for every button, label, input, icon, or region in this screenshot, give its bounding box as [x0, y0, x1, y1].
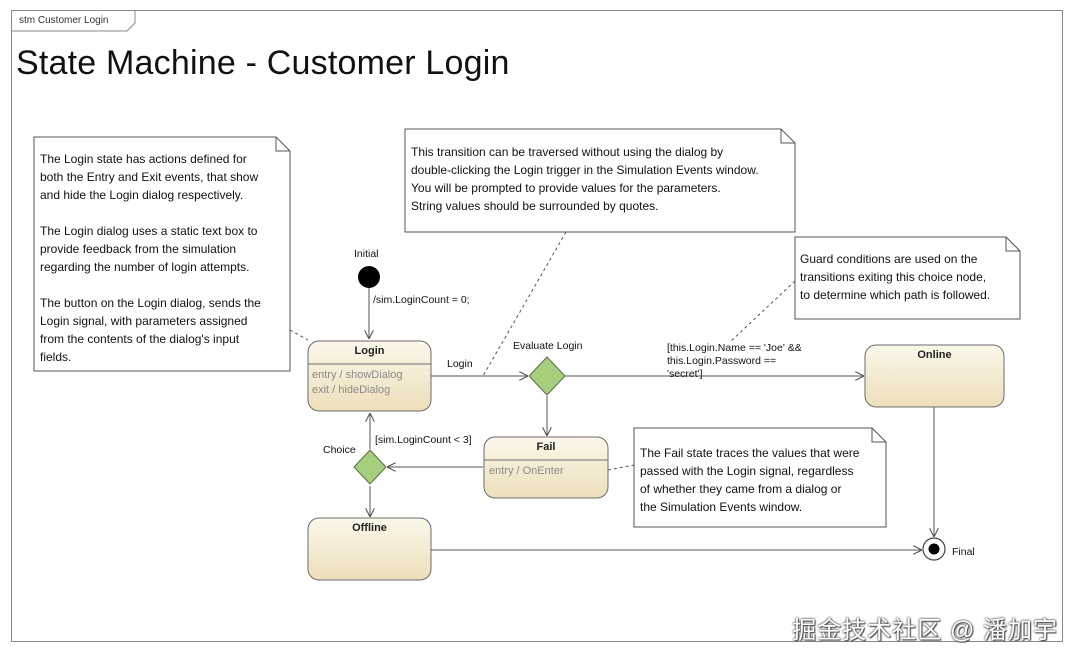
state-offline[interactable]	[307, 517, 432, 581]
initial-node[interactable]	[358, 266, 380, 288]
state-fail-entry-action: entry / OnEnter	[489, 465, 564, 477]
watermark: 掘金技术社区 @ 潘加宇	[792, 617, 1058, 644]
diagram-title: State Machine - Customer Login	[16, 44, 510, 82]
final-node[interactable]	[922, 537, 946, 561]
choice-node-retry[interactable]	[353, 449, 387, 485]
final-node-label: Final	[952, 546, 975, 558]
diagram-frame	[11, 10, 1063, 642]
state-login-exit-action: exit / hideDialog	[312, 384, 391, 396]
initial-effect-label: /sim.LoginCount = 0;	[373, 294, 470, 306]
state-online[interactable]	[864, 344, 1005, 408]
note-login-actions-text: The Login state has actions defined for …	[40, 152, 261, 364]
guard-online-label: [this.Login.Name == 'Joe' && this.Login.…	[667, 342, 802, 380]
choice-node-label: Choice	[323, 444, 356, 456]
note-login-actions	[33, 136, 291, 372]
evaluate-login-label: Evaluate Login	[513, 340, 583, 352]
frame-tab-label: stm Customer Login	[19, 15, 109, 26]
login-trigger-label: Login	[447, 358, 473, 370]
note-transition-traversal	[404, 128, 796, 233]
state-online-name: Online	[917, 349, 952, 361]
note-guard-conditions	[794, 236, 1021, 320]
state-fail[interactable]	[483, 436, 609, 499]
note-fail-trace	[633, 427, 887, 528]
frame-tab-outline	[11, 10, 136, 32]
state-login-entry-action: entry / showDialog	[312, 369, 403, 381]
choice-node-evaluate-login[interactable]	[528, 356, 566, 396]
note-guard-conditions-text: Guard conditions are used on the transit…	[800, 252, 991, 302]
note-transition-traversal-text: This transition can be traversed without…	[411, 145, 759, 213]
transition-lines	[369, 288, 934, 550]
state-fail-name: Fail	[536, 441, 556, 453]
note-connectors	[289, 231, 796, 471]
guard-retry-label: [sim.LoginCount < 3]	[375, 434, 472, 446]
state-login[interactable]	[307, 340, 432, 412]
state-login-name: Login	[354, 345, 385, 357]
note-fail-trace-text: The Fail state traces the values that we…	[640, 446, 860, 514]
state-offline-name: Offline	[352, 522, 387, 534]
initial-node-label: Initial	[354, 248, 379, 260]
